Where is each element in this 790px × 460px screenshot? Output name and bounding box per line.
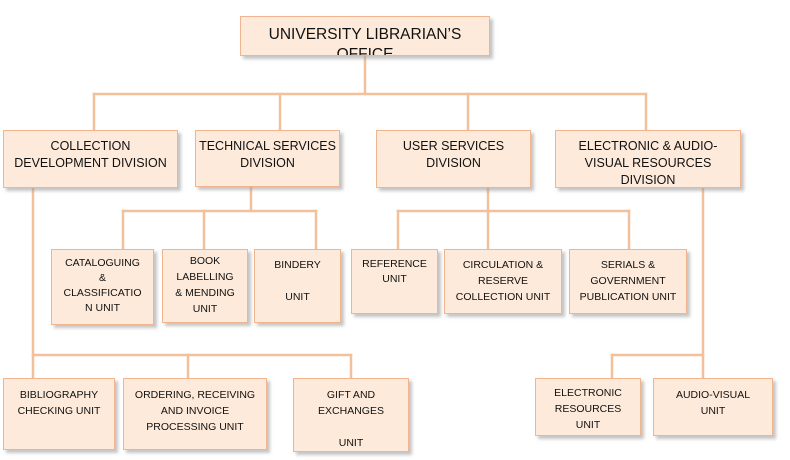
cataloguing-classification-unit-box: CATALOGUING & CLASSIFICATIO N UNIT	[51, 249, 154, 325]
bindery-unit-box: BINDERY UNIT	[254, 249, 341, 323]
collection-development-division-box: COLLECTION DEVELOPMENT DIVISION	[3, 130, 178, 188]
serials-government-publication-unit-box: SERIALS & GOVERNMENT PUBLICATION UNIT	[569, 249, 687, 314]
gift-exchanges-unit-box: GIFT AND EXCHANGES UNIT	[293, 378, 409, 452]
book-labelling-mending-unit-box: BOOK LABELLING & MENDING UNIT	[162, 249, 248, 323]
electronic-audio-visual-division-box: ELECTRONIC & AUDIO- VISUAL RESOURCES DIV…	[555, 130, 741, 188]
audio-visual-unit-box: AUDIO-VISUAL UNIT	[653, 378, 773, 436]
ordering-receiving-invoice-processing-unit-box: ORDERING, RECEIVING AND INVOICE PROCESSI…	[123, 378, 267, 450]
bibliography-checking-unit-box: BIBLIOGRAPHY CHECKING UNIT	[3, 378, 115, 450]
user-services-division-box: USER SERVICES DIVISION	[376, 130, 531, 188]
circulation-reserve-collection-unit-box: CIRCULATION & RESERVE COLLECTION UNIT	[444, 249, 562, 314]
university-librarians-office-box: UNIVERSITY LIBRARIAN’S OFFICE	[240, 16, 490, 56]
electronic-resources-unit-box: ELECTRONIC RESOURCES UNIT	[535, 378, 641, 436]
reference-unit-box: REFERENCE UNIT	[351, 249, 438, 314]
technical-services-division-box: TECHNICAL SERVICES DIVISION	[195, 130, 340, 187]
